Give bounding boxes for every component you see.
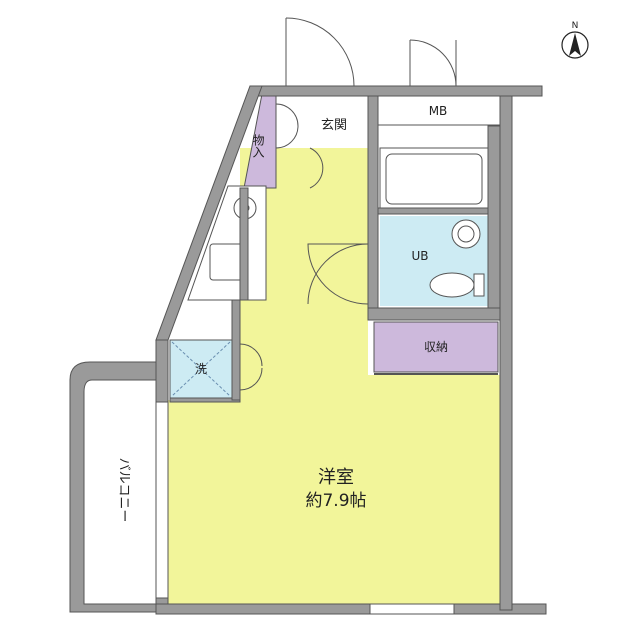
- bathroom-label: UB: [411, 249, 428, 263]
- north-compass-icon: N: [561, 21, 589, 59]
- toilet: [429, 272, 485, 298]
- entrance-floor: [276, 104, 368, 148]
- closet-label: 収納: [424, 340, 448, 354]
- laundry-door: [239, 343, 263, 391]
- laundry-drain-icon: [171, 341, 231, 397]
- storage-small-label: 物入: [251, 134, 265, 158]
- western-room-size: 約7.9帖: [305, 491, 366, 511]
- meter-box: [371, 94, 501, 126]
- balcony: バルコニー: [69, 361, 161, 613]
- balcony-label: バルコニー: [116, 458, 131, 523]
- entrance-label: 玄関: [321, 118, 347, 133]
- western-room-label: 洋室: [318, 467, 354, 488]
- balcony-sliding-door: [155, 401, 169, 599]
- washbasin: [451, 219, 481, 249]
- meter-box-label: MB: [429, 104, 448, 118]
- storage-door: [275, 103, 299, 149]
- compass-label: N: [572, 21, 579, 31]
- room-door: [309, 147, 324, 189]
- bathroom-door: [307, 243, 369, 305]
- window-bottom: [369, 603, 455, 615]
- laundry-label: 洗: [195, 362, 207, 376]
- front-door: [285, 17, 457, 87]
- closet-area: [373, 321, 499, 373]
